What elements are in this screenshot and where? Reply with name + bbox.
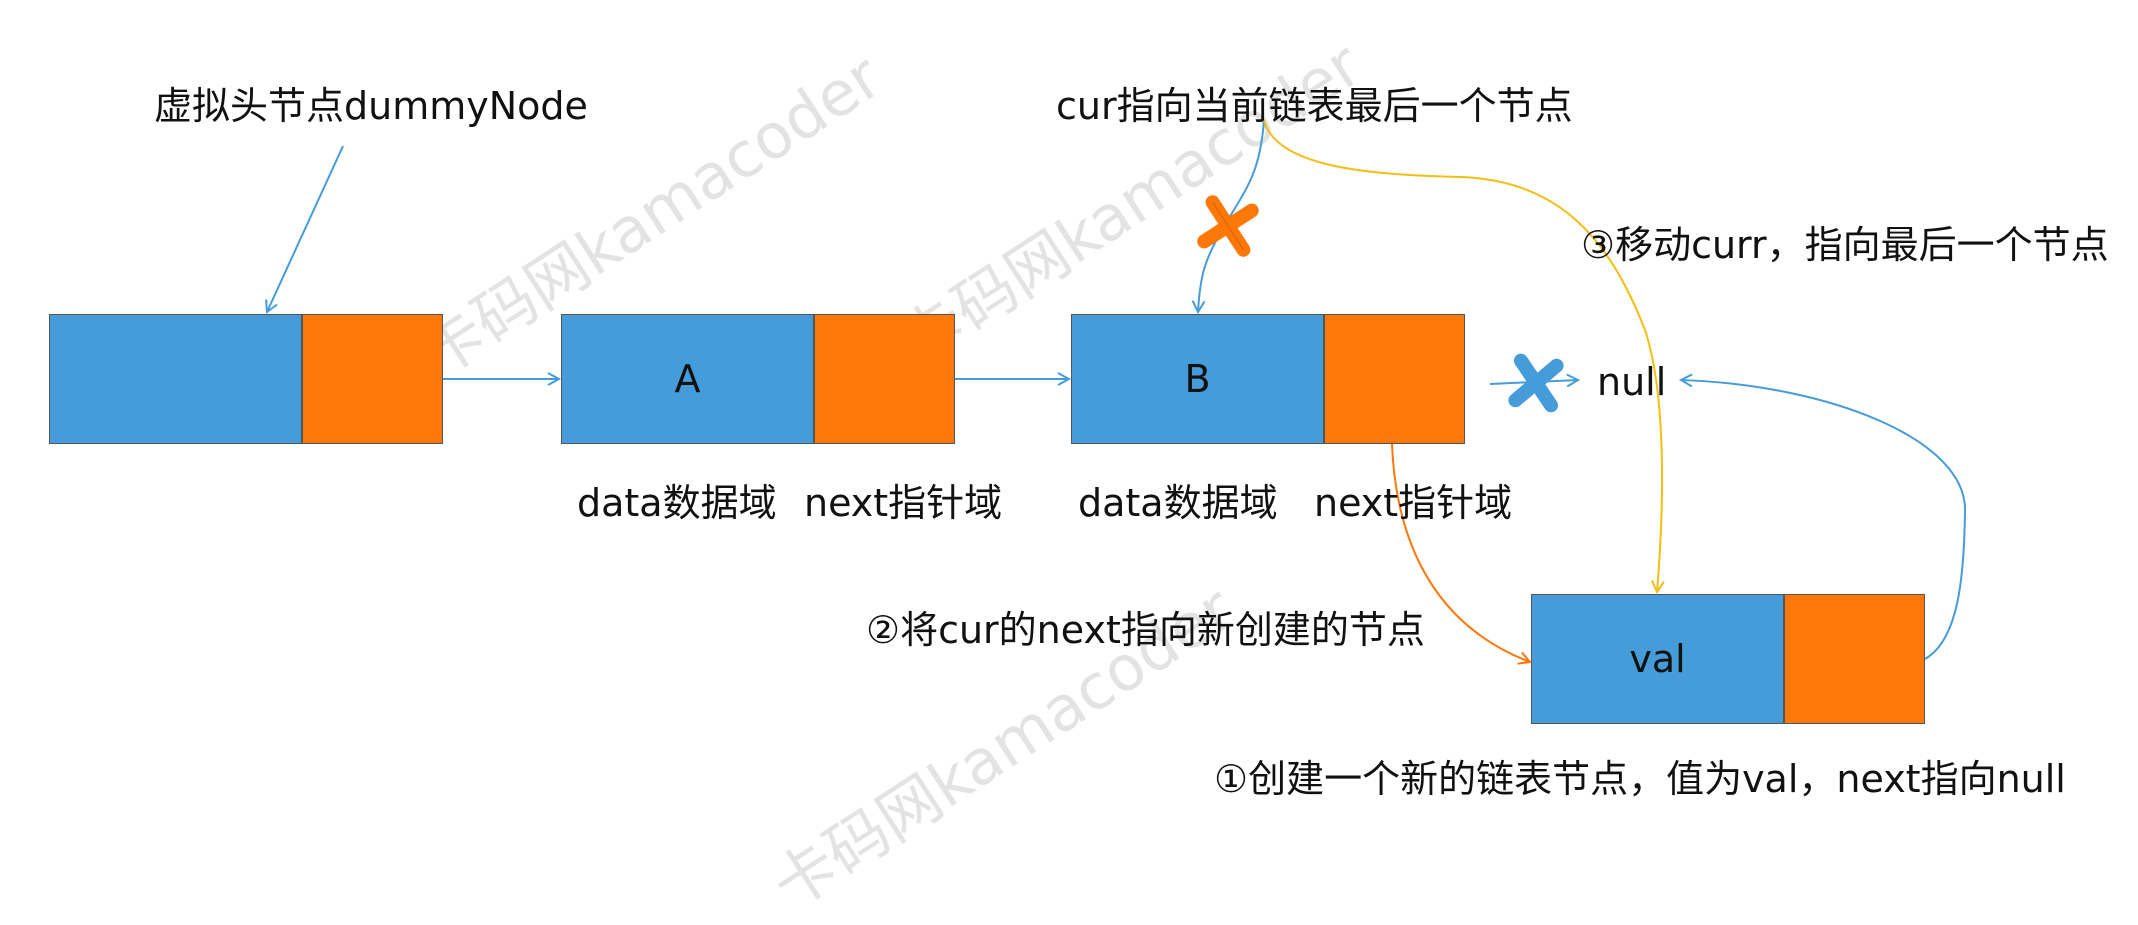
dummy-node-label: 虚拟头节点dummyNode	[154, 84, 588, 128]
new-node-label: val	[1629, 637, 1686, 681]
null-label: null	[1597, 360, 1667, 404]
node-b-data-caption: data数据域	[1078, 481, 1278, 525]
step1-label: ①创建一个新的链表节点，值为val，next指向null	[1214, 757, 2066, 801]
node-a-data-caption: data数据域	[577, 481, 777, 525]
blue-cross-icon	[1508, 353, 1564, 413]
dummy-node-data-field	[49, 314, 302, 444]
node-a-data-field: A	[561, 314, 814, 444]
step2-label: ②将cur的next指向新创建的节点	[866, 608, 1425, 652]
node-a-next-field	[814, 314, 955, 444]
dummy-node-next-field	[302, 314, 443, 444]
node-a-label: A	[674, 357, 701, 401]
cur-to-val-arrow	[1263, 119, 1662, 592]
dummy-label-arrow	[267, 145, 344, 312]
node-b-next-caption: next指针域	[1314, 481, 1513, 525]
node-b-data-field: B	[1071, 314, 1324, 444]
cur-pointer-label: cur指向当前链表最后一个节点	[1056, 84, 1573, 128]
linked-list-diagram: 卡码网kamacoder 卡码网kamacoder 卡码网kamacoder A…	[0, 28, 2109, 923]
node-b-label: B	[1184, 357, 1211, 401]
b-next-to-val-arrow	[1391, 443, 1530, 662]
node-b-next-field	[1324, 314, 1465, 444]
step3-label: ③移动curr，指向最后一个节点	[1581, 223, 2109, 267]
new-node-data-field: val	[1531, 594, 1784, 724]
new-node-next-field	[1784, 594, 1925, 724]
val-next-to-null-arrow	[1681, 380, 1967, 660]
node-a-next-caption: next指针域	[804, 481, 1003, 525]
orange-cross-icon	[1197, 195, 1259, 257]
arrows-layer	[0, 119, 1967, 894]
